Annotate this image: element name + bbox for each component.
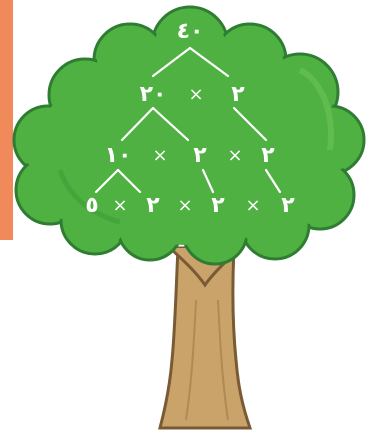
level3-times-sign-2: × bbox=[177, 195, 192, 216]
level3-number-c: ٢ bbox=[211, 193, 225, 218]
tree-trunk bbox=[160, 248, 250, 428]
root-number: ٤٠ bbox=[177, 19, 204, 44]
level1-right-number: ٢ bbox=[231, 82, 245, 107]
level2-number-c: ٢ bbox=[261, 143, 275, 168]
level3-number-a: ٥ bbox=[85, 193, 98, 218]
level1-left-number: ٢٠ bbox=[140, 82, 167, 107]
level3-number-b: ٢ bbox=[146, 193, 160, 218]
level3-times-sign-1: × bbox=[112, 195, 127, 216]
level2-times-sign-1: × bbox=[152, 145, 167, 166]
level2-times-sign-2: × bbox=[227, 145, 242, 166]
level1-times-sign: × bbox=[188, 84, 203, 105]
level3-number-d: ٢ bbox=[281, 193, 295, 218]
level2-number-a: ١٠ bbox=[105, 143, 132, 168]
level2-number-b: ٢ bbox=[193, 143, 207, 168]
level3-times-sign-3: × bbox=[245, 195, 260, 216]
